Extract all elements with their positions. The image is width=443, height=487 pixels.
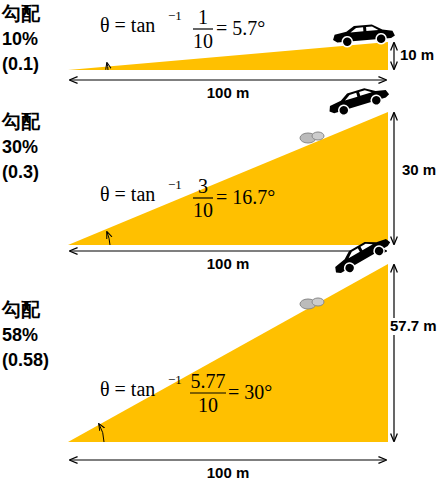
formula-result: = 16.7° <box>216 186 275 208</box>
slope-percent: 30% <box>2 138 38 158</box>
slope-ratio: (0.3) <box>2 163 39 183</box>
fraction-denominator: 10 <box>193 199 213 221</box>
fraction-numerator: 1 <box>198 6 208 28</box>
formula-exponent: −1 <box>168 9 182 23</box>
fraction-numerator: 5.77 <box>191 370 226 392</box>
formula-result: = 30° <box>228 381 272 403</box>
formula-result: = 5.7° <box>216 17 265 39</box>
slope-percent: 10% <box>2 30 38 50</box>
fraction-numerator: 3 <box>198 175 208 197</box>
slope-ratio: (0.58) <box>2 351 49 371</box>
formula: θ = tan <box>100 183 155 205</box>
formula: θ = tan <box>100 14 155 36</box>
height-dimension: 57.7 m <box>388 318 439 335</box>
slope-word: 勾配 <box>2 4 40 25</box>
slope-word: 勾配 <box>2 112 40 133</box>
length-dimension: 100 m <box>207 85 250 102</box>
formula-exponent: −1 <box>168 373 182 387</box>
length-dimension: 100 m <box>207 256 250 273</box>
height-dimension: 10 m <box>400 47 434 64</box>
slope-ratio: (0.1) <box>2 55 39 75</box>
fraction-denominator: 10 <box>193 30 213 52</box>
slope-word: 勾配 <box>2 300 40 321</box>
fraction-denominator: 10 <box>198 394 218 416</box>
formula-exponent: −1 <box>168 178 182 192</box>
length-dimension: 100 m <box>207 465 250 482</box>
slope-percent: 58% <box>2 326 38 346</box>
formula: θ = tan <box>100 378 155 400</box>
height-dimension: 30 m <box>400 162 438 179</box>
